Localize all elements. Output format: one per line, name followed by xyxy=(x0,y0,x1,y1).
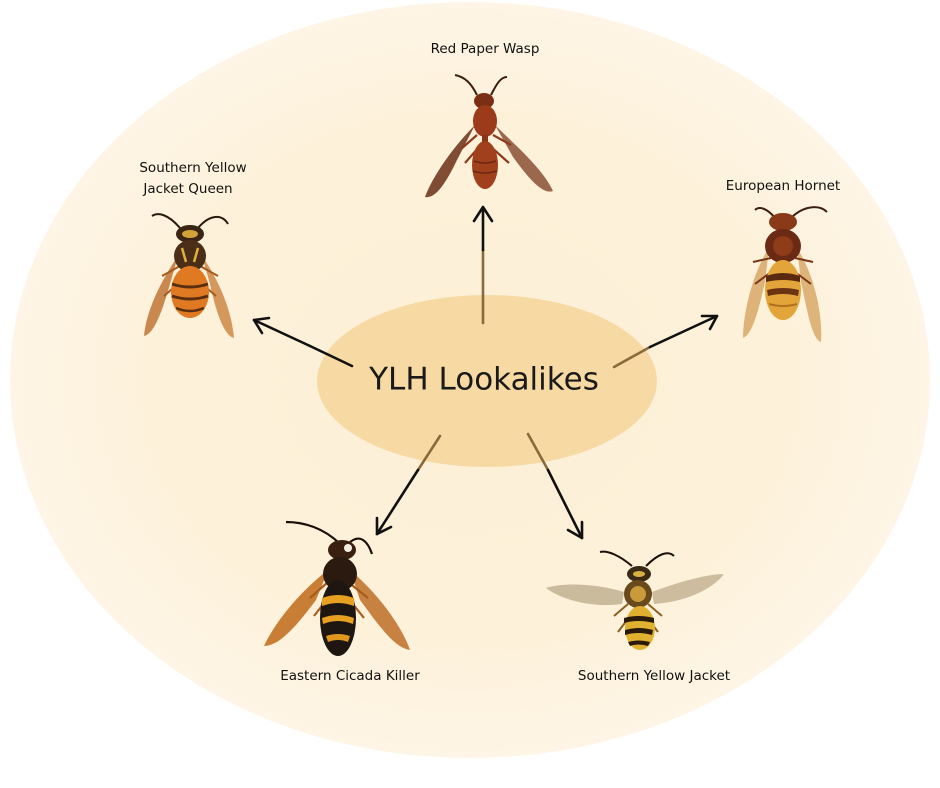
node-eastern-cicada-killer: Eastern Cicada Killer xyxy=(264,520,420,684)
label-eastern-cicada-killer: Eastern Cicada Killer xyxy=(280,668,420,684)
arrows xyxy=(252,205,719,540)
southern-yellow-jacket-queen-photo xyxy=(144,213,234,338)
red-paper-wasp-photo xyxy=(425,74,553,198)
node-southern-yellow-jacket: Southern Yellow Jacket xyxy=(546,550,730,684)
center-label: YLH Lookalikes xyxy=(368,362,599,398)
label-southern-yellow-jacket: Southern Yellow Jacket xyxy=(578,668,730,684)
eastern-cicada-killer-photo xyxy=(264,520,410,656)
label-southern-yellow-jacket-queen-line1: Southern Yellow xyxy=(139,160,246,176)
label-red-paper-wasp: Red Paper Wasp xyxy=(431,41,540,57)
southern-yellow-jacket-photo xyxy=(546,550,724,650)
node-southern-yellow-jacket-queen: Southern Yellow Jacket Queen xyxy=(139,160,247,338)
center-ellipse xyxy=(317,295,657,467)
node-european-hornet: European Hornet xyxy=(726,178,840,342)
arrow-to-southern-yellow-jacket xyxy=(526,432,584,540)
european-hornet-photo xyxy=(743,206,828,342)
arrow-to-red-paper-wasp xyxy=(472,205,494,325)
arrow-to-southern-yellow-jacket-queen xyxy=(252,316,354,368)
arrow-to-eastern-cicada-killer xyxy=(375,434,442,536)
label-european-hornet: European Hornet xyxy=(726,178,840,194)
label-southern-yellow-jacket-queen-line2: Jacket Queen xyxy=(142,181,232,197)
node-red-paper-wasp: Red Paper Wasp xyxy=(425,41,553,198)
arrow-to-european-hornet xyxy=(612,314,719,369)
